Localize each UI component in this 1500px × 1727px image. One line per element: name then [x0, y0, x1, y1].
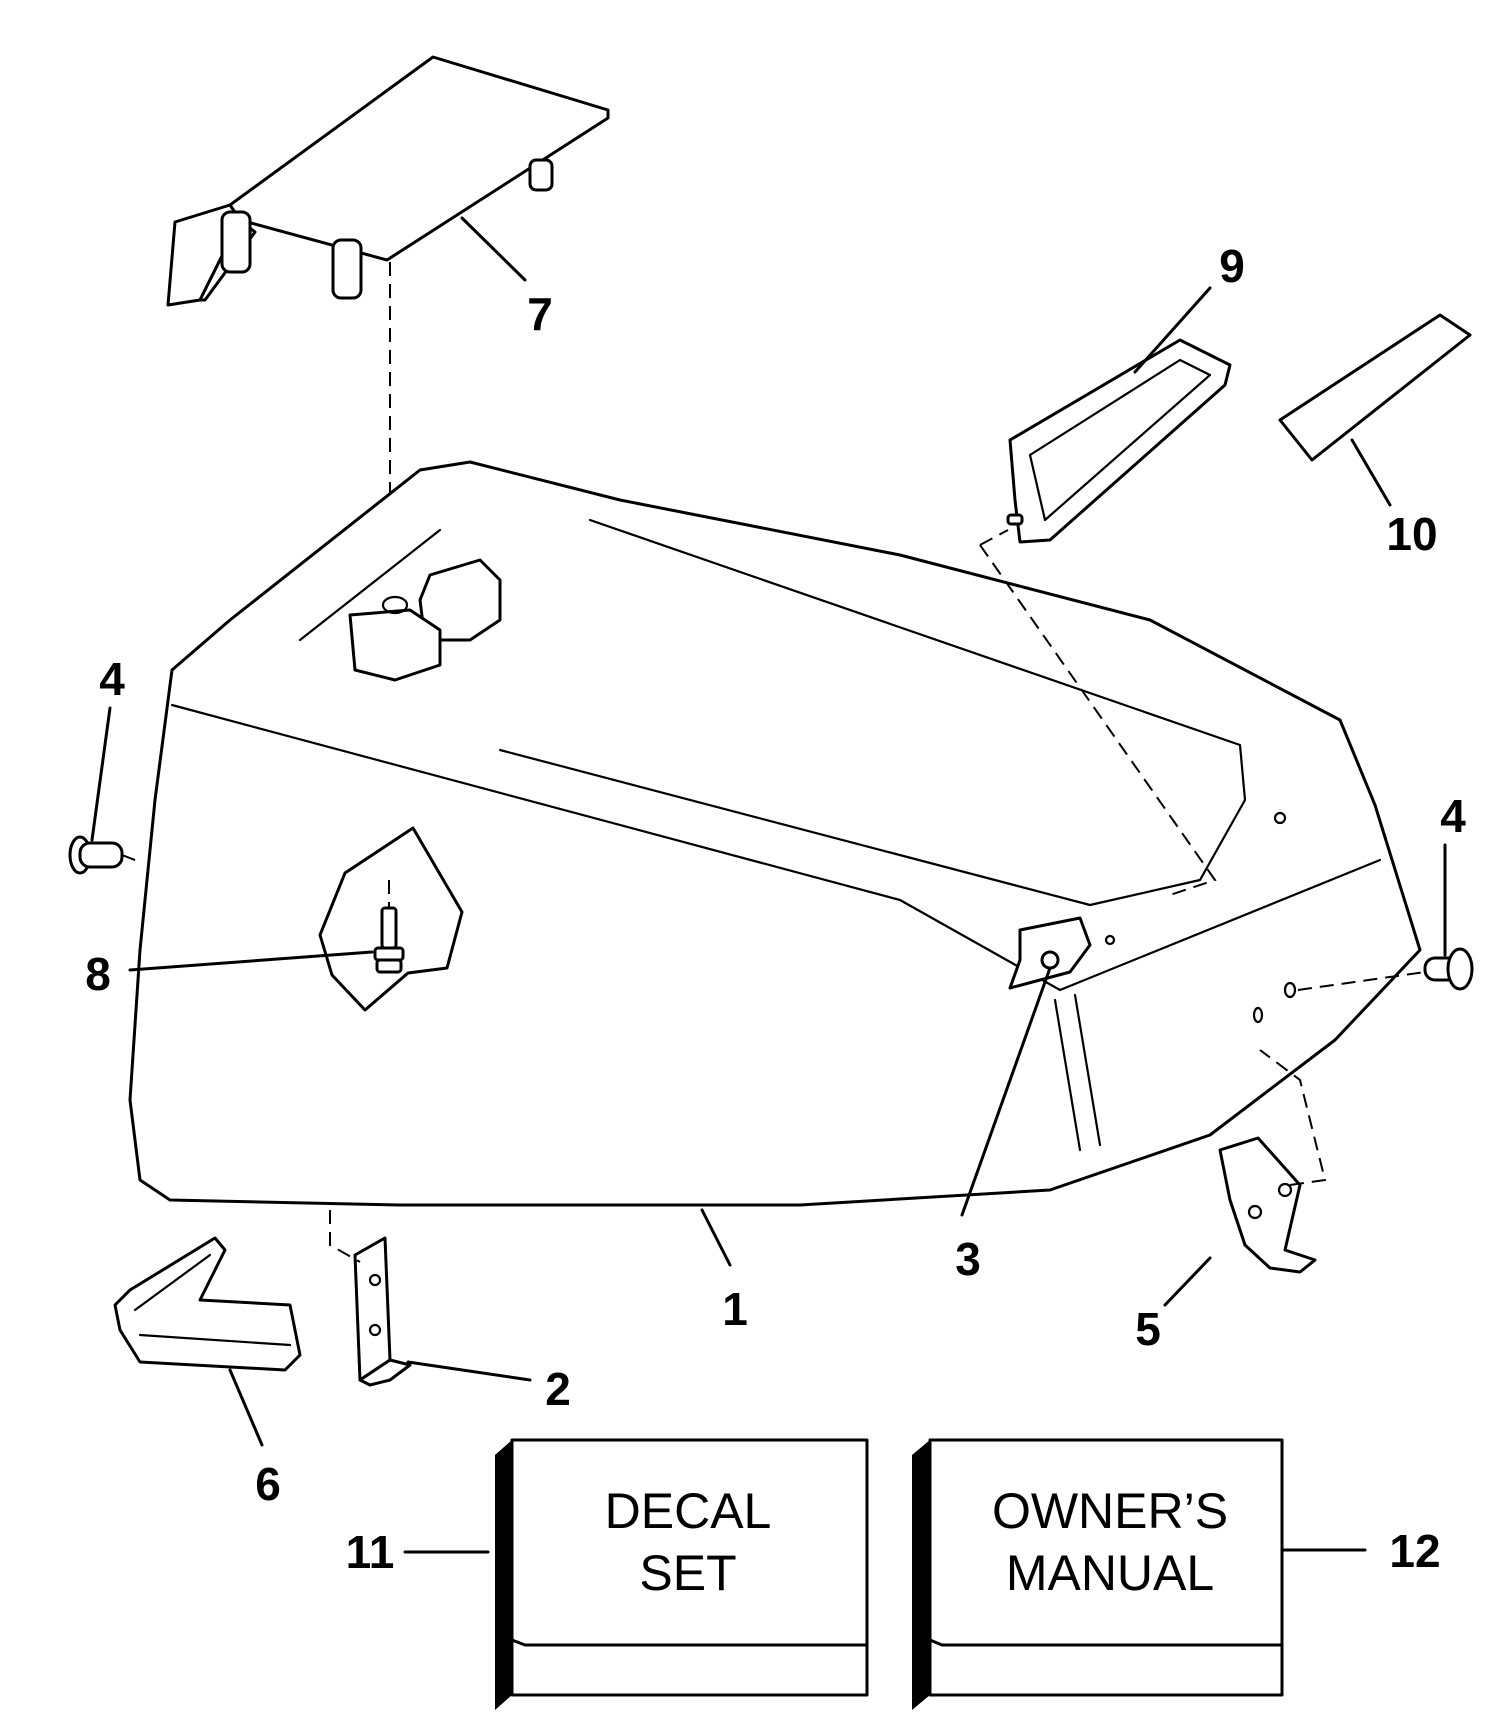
callout-9: 9 [1219, 240, 1245, 292]
top-cover-panel [166, 55, 610, 307]
owners-manual-label-line2: MANUAL [1006, 1545, 1214, 1601]
cowling-seal [113, 1236, 302, 1372]
callout-11: 11 [346, 1526, 395, 1578]
latch-plate-with-screw [318, 826, 464, 1012]
rivet-left [68, 835, 124, 875]
callout-6: 6 [255, 1458, 281, 1510]
callout-12: 12 [1389, 1525, 1440, 1577]
callout-2: 2 [545, 1363, 571, 1415]
owners-manual-label-line1: OWNER’S [992, 1483, 1228, 1539]
rivet-right [1423, 947, 1474, 991]
callout-numbers: 7 9 10 4 4 8 3 1 5 2 6 11 12 [85, 240, 1466, 1578]
decal-set-label-line1: DECAL [605, 1483, 772, 1539]
callout-1: 1 [722, 1283, 748, 1335]
callout-4-left: 4 [99, 653, 125, 705]
front-bracket [353, 1236, 412, 1387]
decal-set-box: DECAL SET [495, 1438, 869, 1710]
motor-cowling [128, 460, 1422, 1207]
decal-set-label-line2: SET [639, 1545, 736, 1601]
callout-3: 3 [955, 1233, 981, 1285]
owners-manual-box: OWNER’S MANUAL [912, 1438, 1284, 1710]
callout-8: 8 [85, 948, 111, 1000]
callout-7: 7 [527, 288, 553, 340]
cover-bracket [1008, 916, 1092, 990]
leader-lines [90, 216, 1447, 1554]
callout-5: 5 [1135, 1303, 1161, 1355]
rear-bracket [1218, 1136, 1317, 1274]
callout-4-right: 4 [1440, 790, 1466, 842]
window-frame [1006, 338, 1232, 544]
callout-10: 10 [1386, 508, 1437, 560]
window-decal-strip [1278, 313, 1472, 462]
